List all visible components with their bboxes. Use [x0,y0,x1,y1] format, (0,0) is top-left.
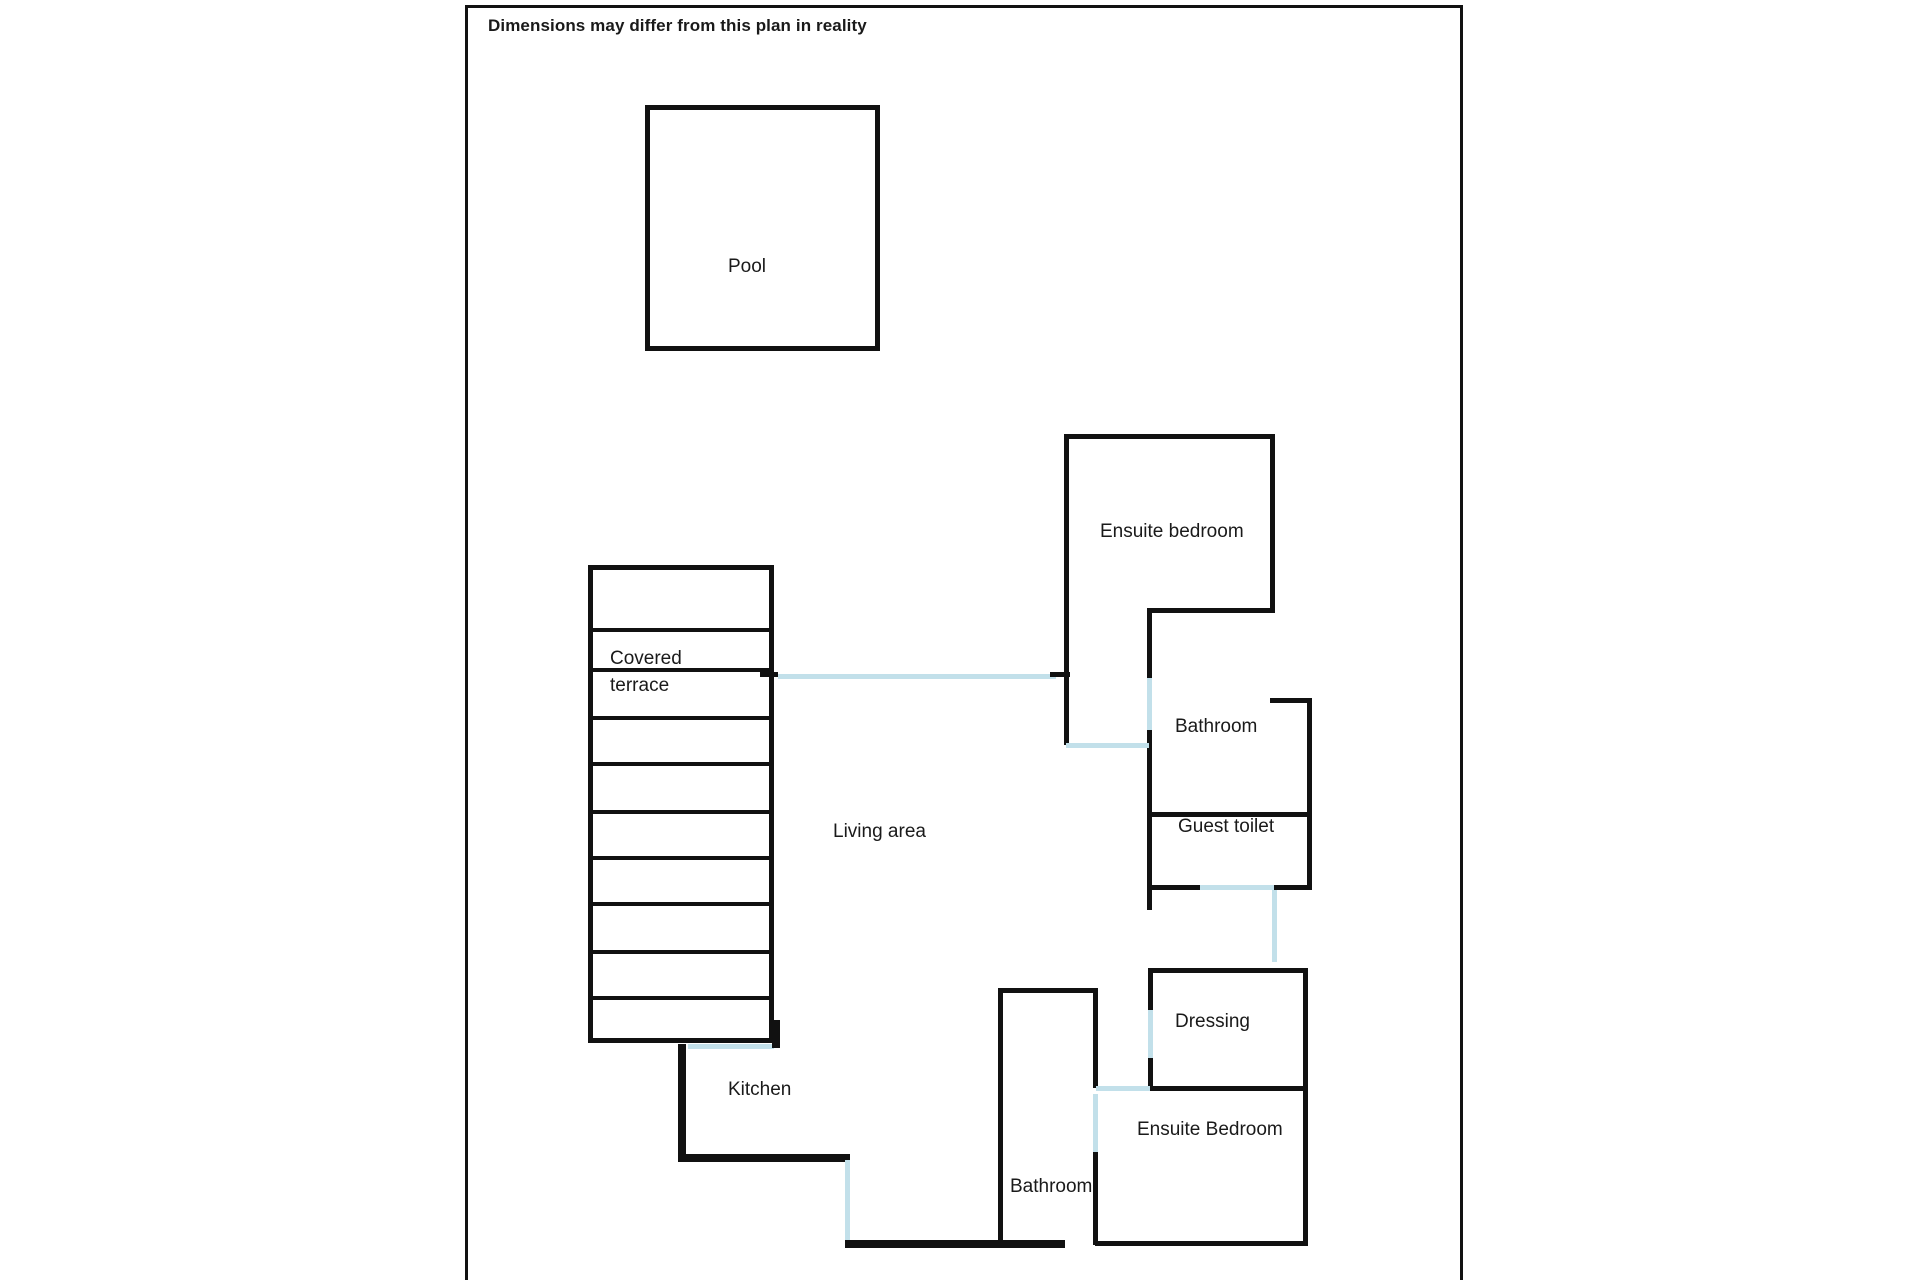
room-label-bathroom-top: Bathroom [1175,716,1258,737]
wall-bathroom-bottom-left [998,988,1003,1245]
doorway-ensuite-to-bathroom-top [1066,743,1149,748]
wall-bathroom-top-right [1307,698,1312,816]
wall-bathroom-bottom-right-upper [1093,988,1098,1088]
wall-bathroom-bottom-right-lower [1093,1152,1098,1245]
doorway-living-area-main [778,674,1056,679]
doorway-kitchen-top [688,1044,774,1049]
terrace-slat [588,996,774,1000]
wall-dressing-bottom [1148,1086,1308,1091]
room-label-kitchen: Kitchen [728,1079,792,1100]
terrace-slat [588,668,774,672]
wall-kitchen-left [678,1044,686,1162]
wall-dressing-top [1148,968,1308,973]
doorway-bathroom-to-ensuite-bottom [1096,1086,1150,1091]
doorway-dressing-left [1148,1010,1153,1058]
doorway-guest-toilet-bottom [1200,885,1276,890]
wall-living-opening-right [1050,672,1070,677]
room-label-covered-terrace-line2: terrace [610,675,670,696]
doorway-kitchen-to-exterior [845,1160,850,1248]
wall-bathroom-top-bottom [1147,812,1312,817]
wall-guest-toilet-left [1147,812,1152,890]
terrace-slat [588,628,774,632]
room-covered-terrace [588,565,774,1043]
wall-ensuite-bedroom-bottom-bottom [1095,1241,1308,1246]
terrace-slat [588,856,774,860]
wall-exterior-bottom [845,1240,1065,1248]
wall-ensuite-bedroom-left [1064,434,1069,745]
wall-ensuite-bedroom-top [1064,434,1275,439]
wall-dressing-left-upper [1148,968,1153,1010]
room-pool [645,105,880,351]
wall-ensuite-bedroom-right [1270,434,1275,610]
wall-ensuite-bedroom-bottom-right [1303,1086,1308,1245]
room-label-ensuite-bedroom-top: Ensuite bedroom [1100,521,1244,542]
doorway-corridor-guest-toilet-to-dressing [1272,890,1277,962]
wall-bathroom-bottom-top [998,988,1098,993]
terrace-slat [588,902,774,906]
doorway-bathroom-bottom-right [1093,1094,1098,1156]
doorway-bathroom-top-left [1147,678,1152,730]
room-label-covered-terrace-line1: Covered [610,648,682,669]
wall-ensuite-bedroom-bottom [1147,608,1275,613]
terrace-slat [588,950,774,954]
terrace-slat [588,762,774,766]
page-frame [465,5,1463,1280]
wall-bathroom-top-right-jog [1270,698,1312,703]
room-label-pool: Pool [728,256,767,277]
wall-kitchen-right-stub [772,1020,780,1048]
terrace-slat [588,716,774,720]
wall-dressing-right [1303,968,1308,1091]
wall-terrace-opening-left [760,672,778,677]
wall-kitchen-bottom [678,1154,850,1162]
wall-guest-toilet-bottom-left [1147,885,1202,890]
wall-guest-toilet-bottom-right [1274,885,1312,890]
room-label-dressing: Dressing [1175,1011,1250,1032]
room-label-living-area: Living area [833,821,926,842]
terrace-slat [588,810,774,814]
wall-guest-toilet-right [1307,812,1312,890]
wall-dressing-left-lower [1148,1058,1153,1088]
plan-disclaimer-text: Dimensions may differ from this plan in … [488,16,867,35]
wall-bathroom-top-left-lower [1147,730,1152,800]
room-label-ensuite-bedroom-bottom: Ensuite Bedroom [1137,1119,1283,1140]
room-label-bathroom-bottom: Bathroom [1010,1176,1093,1197]
wall-bathroom-top-left-upper [1147,608,1152,678]
room-label-guest-toilet: Guest toilet [1178,816,1275,837]
